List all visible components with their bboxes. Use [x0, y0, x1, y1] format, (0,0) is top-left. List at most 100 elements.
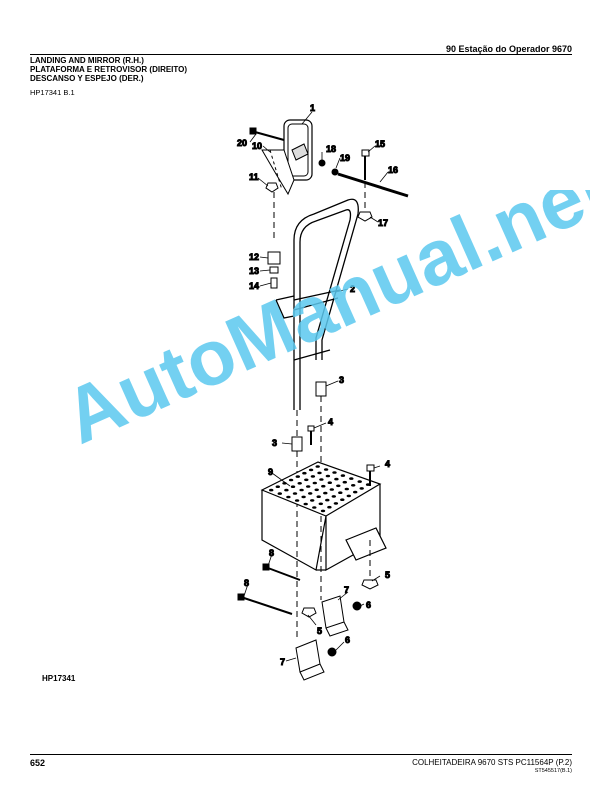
- perforation-hole: [327, 481, 332, 485]
- clamp-part-7-lower: [295, 639, 325, 681]
- callout-8-upper: 8: [269, 548, 274, 558]
- bracket-part-10: [261, 149, 295, 196]
- rod-part-16: [337, 172, 409, 198]
- callout-3-upper: 3: [339, 375, 344, 385]
- perforation-hole: [299, 488, 304, 492]
- perforation-hole: [351, 484, 356, 487]
- callout-4-upper: 4: [328, 417, 333, 427]
- callout-10: 10: [252, 141, 262, 151]
- footer-title: COLHEITADEIRA 9670 STS PC11564P (P.2): [412, 758, 572, 767]
- screw-part-4-upper: [307, 425, 315, 445]
- page-number: 652: [30, 758, 46, 768]
- perforation-hole: [340, 474, 346, 477]
- perforation-hole: [342, 480, 347, 484]
- perforation-hole: [312, 506, 317, 509]
- callout-6-upper: 6: [366, 600, 371, 610]
- perforation-hole: [312, 481, 317, 485]
- callout-11: 11: [249, 172, 259, 182]
- perforation-hole: [310, 475, 316, 478]
- perforation-hole: [323, 491, 328, 495]
- perforation-hole: [303, 502, 308, 506]
- perforation-hole: [315, 465, 320, 468]
- callout-19: 19: [340, 153, 350, 163]
- callout-18: 18: [326, 144, 336, 154]
- perforation-hole: [334, 477, 339, 481]
- perforation-hole: [338, 491, 343, 495]
- perforation-hole: [306, 485, 311, 488]
- perforation-hole: [329, 488, 334, 491]
- washer-part-18: [318, 159, 326, 167]
- perforation-hole: [325, 474, 331, 478]
- footer-code: ST545517(B.1): [534, 768, 572, 774]
- callout-12: 12: [249, 252, 259, 262]
- title-spanish: DESCANSO Y ESPEJO (DER.): [30, 74, 144, 83]
- callout-3-lower: 3: [272, 438, 277, 448]
- perforation-hole: [346, 494, 351, 498]
- callout-9: 9: [268, 467, 273, 477]
- perforation-hole: [277, 492, 282, 495]
- perforation-hole: [292, 492, 298, 495]
- bolt-part-15: [361, 149, 370, 180]
- perforation-hole: [297, 482, 302, 485]
- perforation-hole: [317, 471, 322, 475]
- section-header: 90 Estação do Operador 9670: [445, 44, 572, 54]
- perforation-hole: [357, 480, 362, 483]
- perforation-hole: [308, 492, 313, 495]
- nut-part-6-lower: [327, 647, 337, 657]
- footer-rule: [30, 754, 572, 755]
- callout-1: 1: [310, 103, 315, 113]
- platform-part-9: [260, 461, 387, 572]
- figure-id: HP17341: [42, 674, 76, 683]
- callout-4-right: 4: [385, 459, 390, 469]
- perforation-hole: [304, 478, 309, 482]
- nut-part-6-upper: [352, 601, 362, 611]
- title-portuguese: PLATAFORMA E RETROVISOR (DIREITO): [30, 65, 188, 74]
- callout-16: 16: [388, 165, 398, 175]
- perforation-hole: [320, 509, 326, 513]
- perforation-hole: [336, 484, 341, 488]
- perforation-hole: [340, 498, 345, 502]
- perforation-hole: [294, 499, 300, 502]
- leader-lines: [243, 111, 389, 662]
- callout-7-lower: 7: [280, 657, 285, 667]
- nut-part-5-right: [361, 579, 379, 590]
- callout-8-lower: 8: [244, 578, 249, 588]
- callout-14: 14: [249, 281, 259, 291]
- callout-13: 13: [249, 266, 259, 276]
- perforation-hole: [290, 485, 296, 489]
- perforation-hole: [353, 490, 358, 494]
- callout-17: 17: [378, 218, 388, 228]
- nut-part-11: [265, 182, 279, 193]
- perforation-hole: [301, 495, 306, 499]
- handrail-part-2: [275, 198, 359, 410]
- perforation-hole: [325, 498, 330, 502]
- perforation-hole: [319, 478, 324, 481]
- perforation-hole: [331, 495, 336, 498]
- perforation-hole: [344, 487, 349, 491]
- callout-2: 2: [350, 284, 355, 294]
- perforation-hole: [269, 488, 274, 492]
- bolt-part-20: [249, 127, 285, 141]
- figure-reference: HP17341 B.1: [30, 88, 75, 97]
- perforation-hole: [321, 484, 326, 488]
- nut-part-5-lower: [301, 607, 317, 618]
- perforation-hole: [308, 468, 314, 472]
- platform-perforations: [269, 465, 371, 513]
- perforation-hole: [332, 471, 337, 474]
- perforation-hole: [323, 468, 329, 471]
- callout-7-upper: 7: [344, 585, 349, 595]
- perforation-hole: [310, 499, 315, 502]
- mirror-part: [283, 119, 313, 181]
- perforation-hole: [302, 471, 307, 475]
- watermark-text: AutoManual.net: [70, 190, 590, 460]
- perforation-hole: [284, 488, 289, 492]
- perforation-hole: [286, 495, 291, 499]
- nut-part-17: [357, 211, 373, 222]
- perforation-hole: [327, 505, 332, 509]
- perforation-hole: [359, 487, 364, 490]
- title-english: LANDING AND MIRROR (R.H.): [30, 56, 144, 65]
- callout-20: 20: [237, 138, 247, 148]
- perforation-hole: [349, 477, 354, 480]
- watermark: AutoManual.net: [70, 190, 590, 460]
